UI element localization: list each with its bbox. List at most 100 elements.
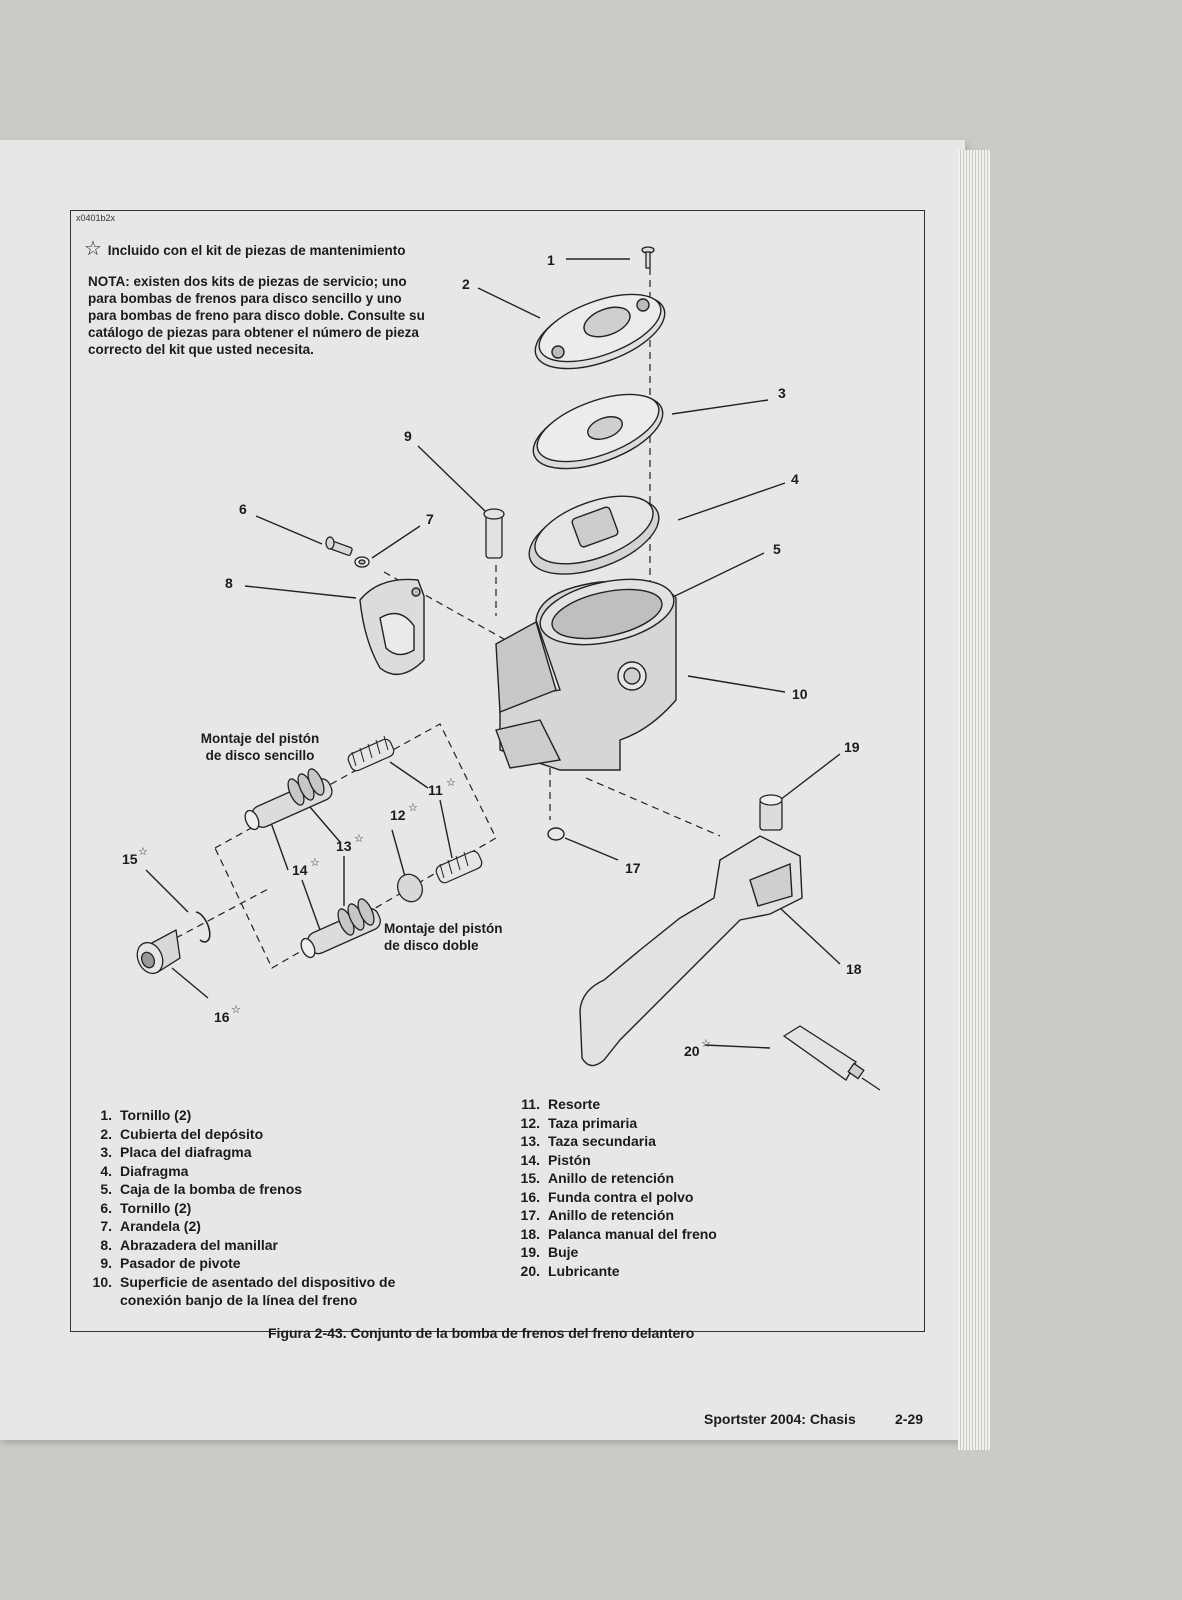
leader-line-12 (391, 829, 407, 881)
leader-line-2 (477, 287, 541, 319)
legend-num: 18. (520, 1225, 540, 1242)
callout-9: 9 (404, 428, 412, 444)
legend-text: Superficie de asentado del dispositivo d… (120, 1273, 396, 1309)
part-2-reservoir-cover (534, 293, 666, 370)
legend-num: 20. (520, 1262, 540, 1279)
legend-num: 8. (100, 1236, 112, 1253)
leader-line-3 (671, 399, 769, 415)
callout-4: 4 (791, 471, 799, 487)
single-disc-label: Montaje del pistón de disco sencillo (180, 730, 340, 764)
legend-num: 16. (520, 1188, 540, 1205)
legend-item: 2.Cubierta del depósito (90, 1125, 430, 1144)
leader-line-17 (564, 837, 619, 861)
legend-text: Lubricante (548, 1262, 620, 1279)
legend-text: Caja de la bomba de frenos (120, 1181, 303, 1197)
leader-line-16 (171, 967, 209, 999)
leader-line-18 (779, 907, 841, 965)
callout-16: 16 (214, 1009, 230, 1025)
legend-item: 3. Placa del diafragma (90, 1143, 430, 1162)
callout-14: 14 (292, 862, 308, 878)
callout-2: 2 (462, 276, 470, 292)
legend-num: 10. (92, 1273, 112, 1290)
part-4-diaphragm (528, 495, 660, 575)
legend-item: 1.Tornillo (2) (90, 1106, 430, 1125)
part-16-dust-boot (136, 928, 181, 975)
legend-item: 16. Funda contra el polvo (510, 1188, 810, 1207)
legend-item: 13.Taza secundaria (510, 1132, 810, 1151)
kit-note-text: Incluido con el kit de piezas de manteni… (107, 243, 406, 258)
legend-num: 19. (520, 1244, 540, 1260)
callout-15: 15 (122, 851, 138, 867)
parts-legend-left: 1.Tornillo (2) 2.Cubierta del depósito 3… (90, 1106, 430, 1310)
legend-item: 18.Palanca manual del freno (510, 1225, 810, 1244)
leader-line-9 (417, 445, 487, 513)
leader-line-19 (779, 753, 841, 801)
legend-text: Taza secundaria (548, 1133, 656, 1149)
legend-num: 15. (520, 1170, 540, 1186)
legend-text: Anillo de retención (548, 1170, 675, 1186)
legend-num: 9. (100, 1255, 112, 1271)
part-7-washer (354, 556, 370, 568)
callout-20: 20 (684, 1043, 700, 1059)
legend-num: 17. (520, 1207, 540, 1223)
leader-line-4 (677, 482, 786, 521)
legend-num: 6. (100, 1199, 112, 1216)
legend-num: 3. (100, 1144, 112, 1160)
callout-18: 18 (846, 961, 862, 977)
leader-line-6 (255, 515, 323, 545)
legend-text: Taza primaria (548, 1114, 638, 1131)
footer-title: Sportster 2004: Chasis (704, 1411, 856, 1427)
legend-text: Resorte (548, 1096, 601, 1112)
legend-item: 11.Resorte (510, 1095, 810, 1114)
legend-item: 6. Tornillo (2) (90, 1199, 430, 1218)
callout-12: 12 (390, 807, 406, 823)
legend-text: Tornillo (2) (120, 1107, 192, 1123)
legend-item: 5. Caja de la bomba de frenos (90, 1180, 430, 1199)
legend-text: Funda contra el polvo (548, 1188, 694, 1205)
part-14-piston-double (300, 898, 381, 959)
single-disc-label-line2: de disco sencillo (205, 748, 315, 763)
part-5-master-cylinder-body (495, 578, 677, 771)
leader-line-5 (674, 552, 765, 597)
legend-item: 7.Arandela (2) (90, 1217, 430, 1236)
part-15-retaining-ring (195, 911, 211, 943)
page-stack-edges (958, 150, 990, 1450)
double-disc-label-line2: de disco doble (384, 938, 479, 953)
leader-line-20 (704, 1044, 771, 1049)
star-icon-15: ☆ (138, 845, 148, 858)
kit-note: ☆ Incluido con el kit de piezas de mante… (84, 236, 406, 261)
legend-item: 19.Buje (510, 1243, 810, 1262)
part-17-retaining-ring (547, 827, 565, 841)
legend-text: Pistón (548, 1151, 591, 1168)
legend-num: 5. (100, 1181, 112, 1197)
legend-text: Tornillo (2) (120, 1199, 192, 1216)
assembly-axis-piston (175, 887, 271, 939)
part-11-spring-double (435, 850, 483, 884)
leader-line-11b (439, 799, 453, 859)
leader-line-8 (244, 585, 357, 599)
part-9-pivot-pin (483, 508, 505, 559)
manual-page (0, 140, 965, 1440)
leader-line-7 (371, 525, 421, 559)
legend-num: 2. (100, 1125, 112, 1142)
legend-item: 17. Anillo de retención (510, 1206, 810, 1225)
figure-frame (70, 210, 925, 1332)
legend-num: 12. (520, 1114, 540, 1131)
legend-text: Anillo de retención (548, 1207, 675, 1223)
legend-text: Placa del diafragma (120, 1144, 252, 1160)
legend-item: 14. Pistón (510, 1151, 810, 1170)
star-icon-12: ☆ (408, 801, 418, 814)
part-14-piston-single (244, 768, 333, 831)
legend-item: 9.Pasador de pivote (90, 1254, 430, 1273)
star-icon: ☆ (84, 238, 102, 260)
legend-item: 4.Diafragma (90, 1162, 430, 1181)
service-kit-note: NOTA: existen dos kits de piezas de serv… (88, 274, 425, 357)
legend-num: 14. (520, 1151, 540, 1168)
callout-13: 13 (336, 838, 352, 854)
callout-7: 7 (426, 511, 434, 527)
star-icon-11: ☆ (446, 776, 456, 789)
legend-num: 4. (100, 1162, 112, 1179)
double-disc-label-line1: Montaje del pistón (384, 921, 503, 936)
leader-line-10 (687, 675, 786, 693)
